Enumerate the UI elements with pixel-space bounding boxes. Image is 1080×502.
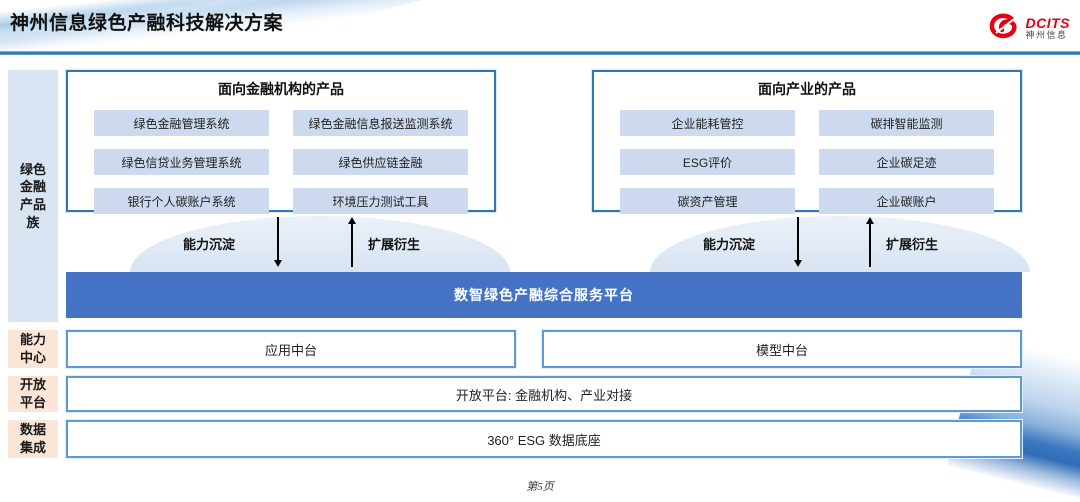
product-chip: 碳资产管理 <box>620 188 795 214</box>
financial-products-grid: 绿色金融管理系统 绿色金融信息报送监测系统 绿色信贷业务管理系统 绿色供应链金融… <box>68 99 494 214</box>
up-arrow-icon <box>348 217 356 267</box>
down-arrow-icon <box>274 217 282 267</box>
model-center-box: 模型中台 <box>542 330 1022 368</box>
logo-brand-cn-text: 神州信息 <box>1025 30 1068 41</box>
sidebar-label: 绿色金融产品族 <box>20 161 47 230</box>
sidebar-label: 开放平台 <box>20 377 47 410</box>
product-chip: 绿色金融信息报送监测系统 <box>293 110 468 136</box>
product-chip: ESG评价 <box>620 149 795 175</box>
page-title: 神州信息绿色产融科技解决方案 <box>10 13 284 34</box>
product-chip: 企业碳账户 <box>819 188 994 214</box>
esg-data-base-box: 360° ESG 数据底座 <box>66 420 1022 458</box>
product-chip: 绿色信贷业务管理系统 <box>94 149 269 175</box>
expansion-derivation-label: 扩展衍生 <box>368 237 421 252</box>
product-chip: 环境压力测试工具 <box>293 188 468 214</box>
sidebar-label: 数据集成 <box>20 422 47 455</box>
sidebar-item-green-finance-product-family: 绿色金融产品族 <box>8 70 58 322</box>
down-arrow-icon <box>794 217 802 267</box>
industry-products-title: 面向产业的产品 <box>758 81 856 97</box>
expansion-derivation-label: 扩展衍生 <box>886 237 939 252</box>
page-number: 第5页 <box>526 481 554 493</box>
logo-brand-text: DCITS <box>1025 14 1070 31</box>
industry-products-box: 面向产业的产品 企业能耗管控 碳排智能监测 ESG评价 企业碳足迹 碳资产管理 … <box>592 70 1022 214</box>
capability-settling-label: 能力沉淀 <box>703 237 756 252</box>
header-divider-line <box>0 51 1080 55</box>
product-chip: 绿色金融管理系统 <box>94 110 269 136</box>
app-center-box: 应用中台 <box>66 330 516 368</box>
financial-products-box: 面向金融机构的产品 绿色金融管理系统 绿色金融信息报送监测系统 绿色信贷业务管理… <box>66 70 496 214</box>
sidebar-item-data-integration: 数据集成 <box>8 420 58 458</box>
open-platform-box: 开放平台: 金融机构、产业对接 <box>66 376 1022 412</box>
industry-products-grid: 企业能耗管控 碳排智能监测 ESG评价 企业碳足迹 碳资产管理 企业碳账户 <box>594 99 1020 214</box>
product-chip: 企业碳足迹 <box>819 149 994 175</box>
sidebar-label: 能力中心 <box>20 332 47 365</box>
company-logo: DCITS 神州信息 <box>988 12 1071 45</box>
product-chip: 企业能耗管控 <box>620 110 795 136</box>
product-chip: 绿色供应链金融 <box>293 149 468 175</box>
capability-settling-label: 能力沉淀 <box>183 237 236 252</box>
sidebar-item-open-platform: 开放平台 <box>8 376 58 412</box>
product-chip: 银行个人碳账户系统 <box>94 188 269 214</box>
financial-products-title: 面向金融机构的产品 <box>218 81 344 97</box>
sidebar-item-capability-center: 能力中心 <box>8 330 58 368</box>
platform-banner: 数智绿色产融综合服务平台 <box>66 272 1022 318</box>
up-arrow-icon <box>866 217 874 267</box>
product-chip: 碳排智能监测 <box>819 110 994 136</box>
dcits-swirl-icon <box>988 12 1022 45</box>
